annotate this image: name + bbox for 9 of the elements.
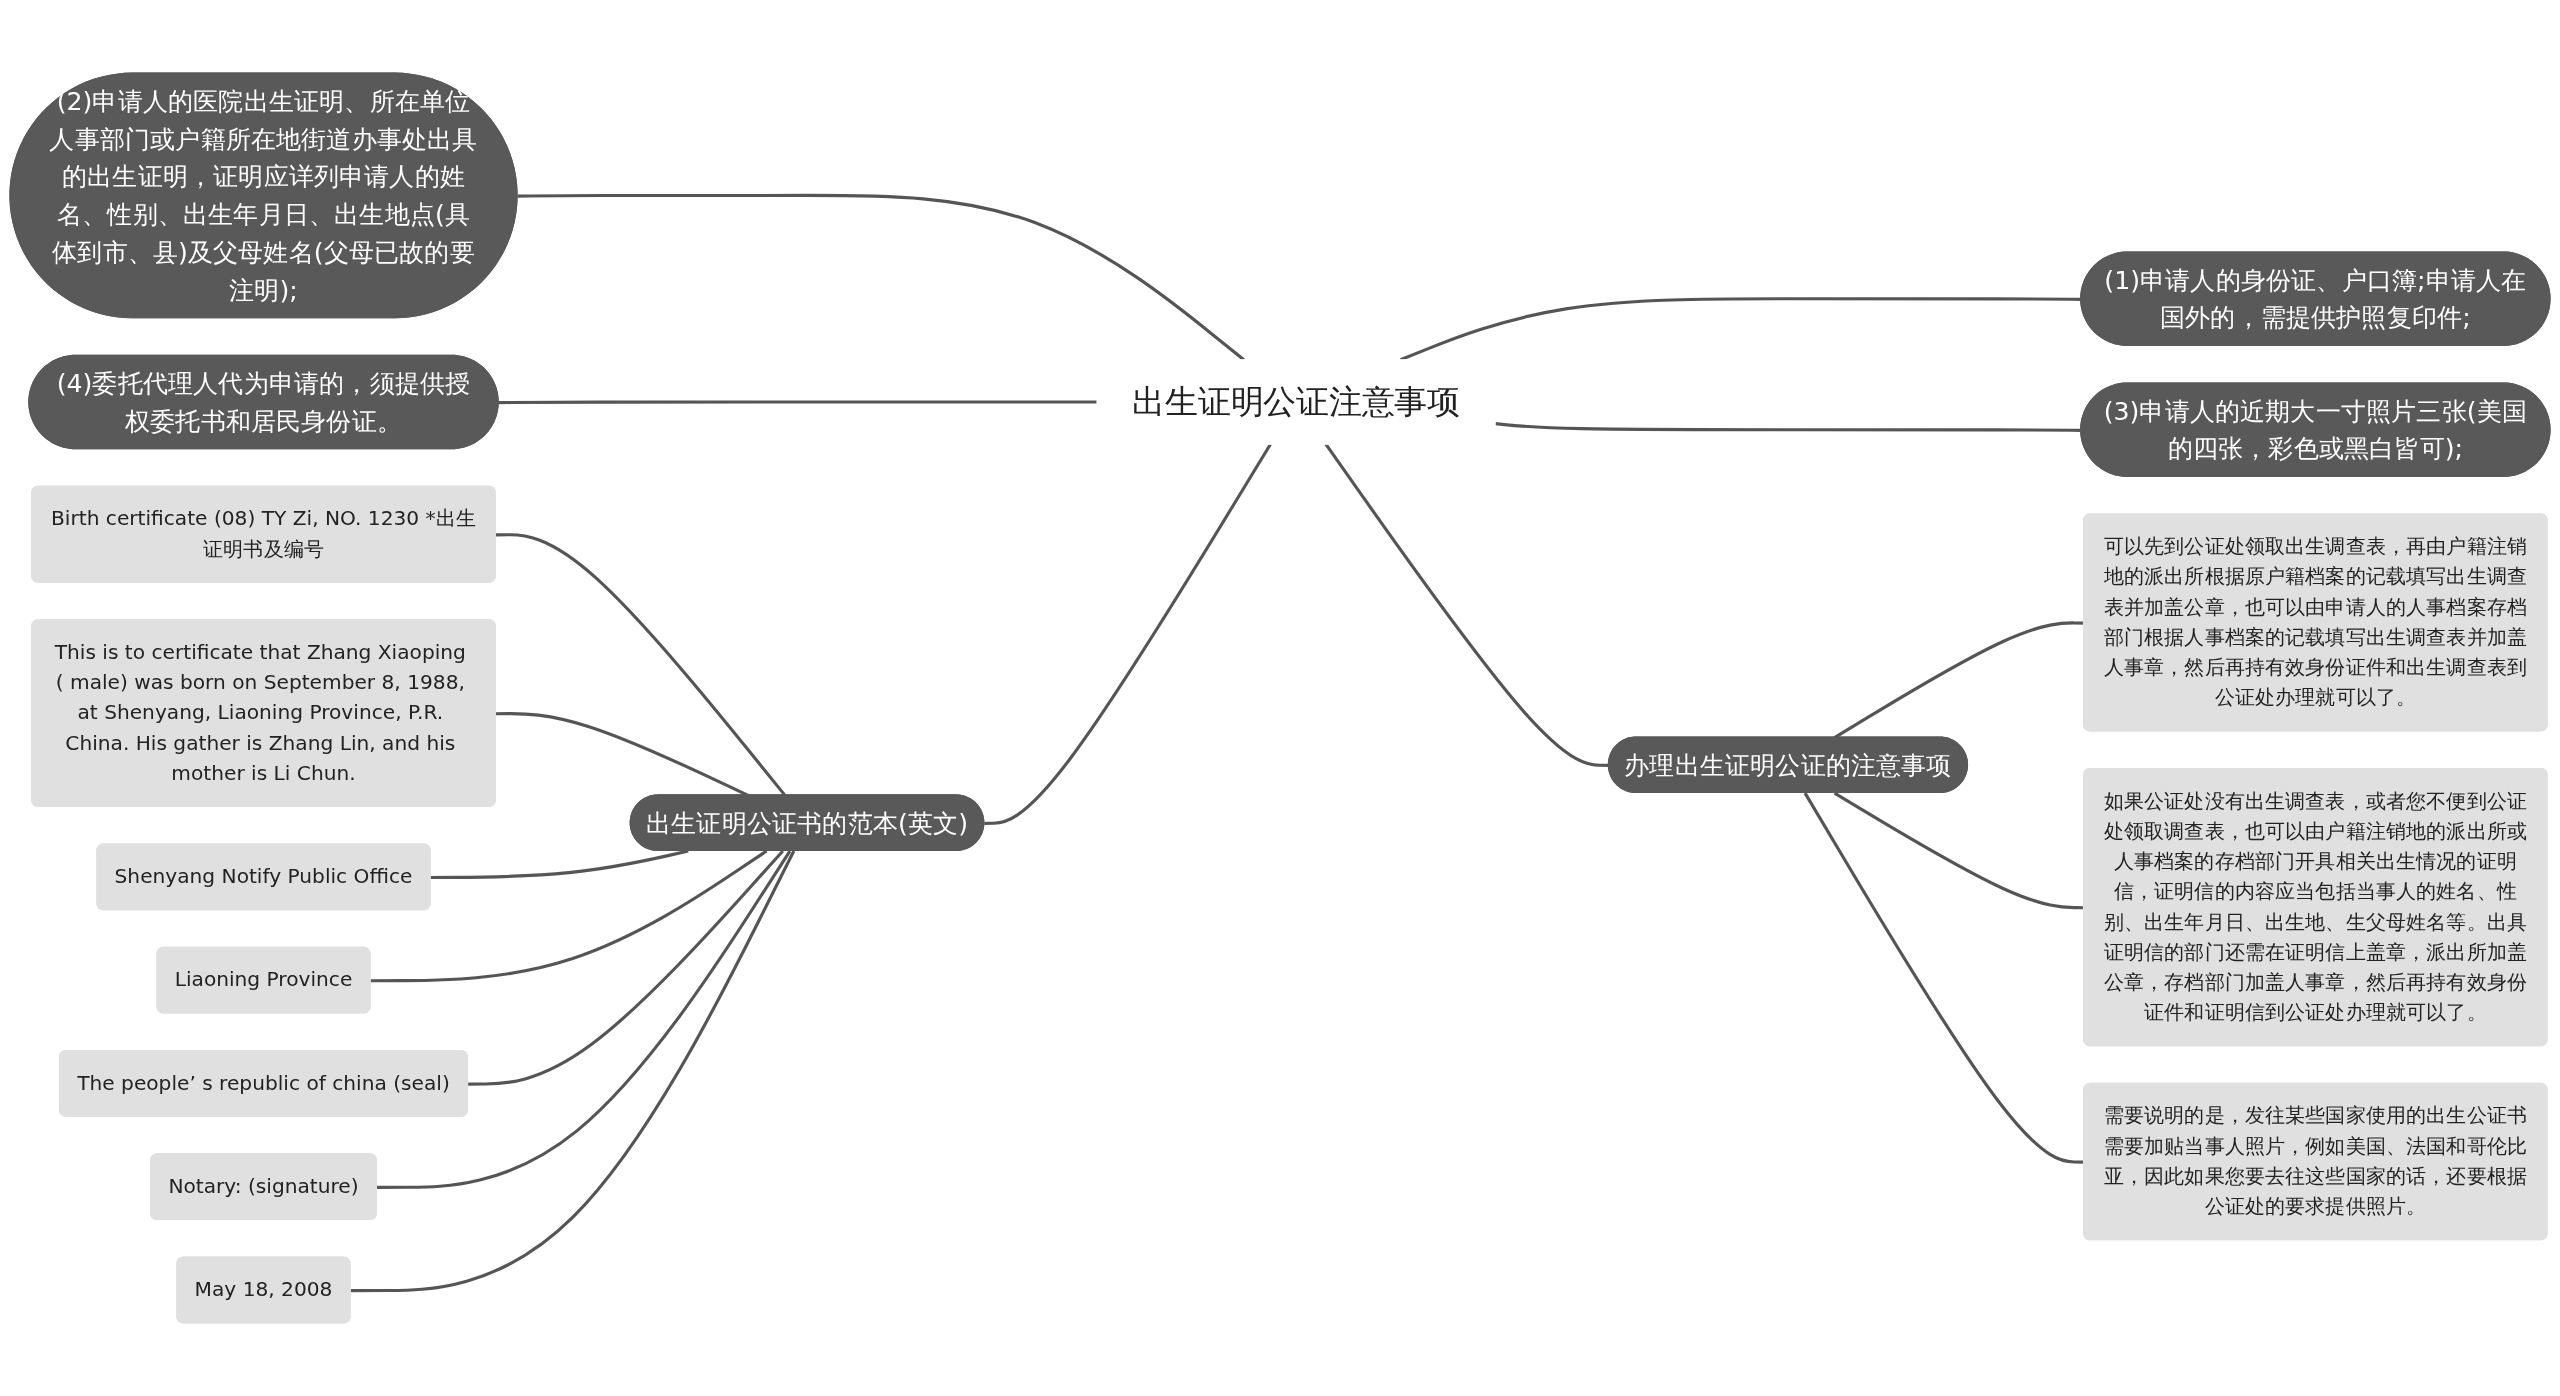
connector (498, 400, 1098, 405)
connector (370, 849, 768, 983)
connector (984, 443, 1272, 825)
connector (468, 850, 784, 1086)
connector (430, 849, 689, 880)
connector (350, 850, 796, 1293)
node-text: 出生证明公证注意事项 (1132, 382, 1460, 421)
connector (1324, 443, 1610, 767)
connector (376, 850, 792, 1189)
